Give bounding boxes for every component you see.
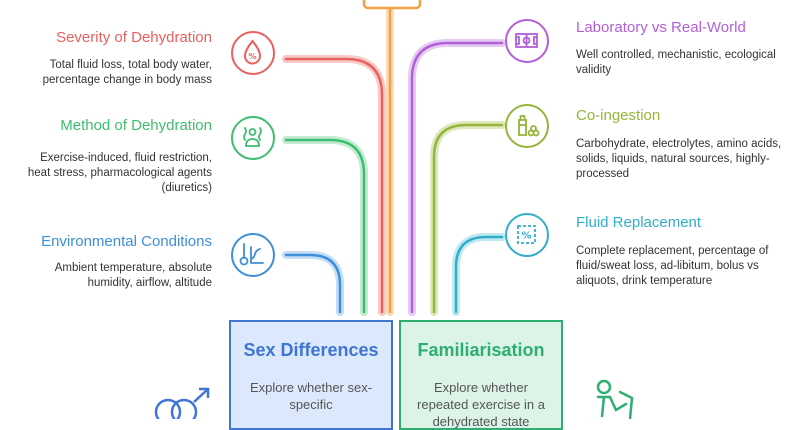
item-laboratory: Laboratory vs Real-World Well controlled… — [576, 19, 786, 78]
item-desc: Complete replacement, percentage of flui… — [576, 245, 769, 287]
bottle-food-icon — [518, 115, 540, 137]
box-desc: Explore whether repeated exercise in a d… — [417, 380, 545, 429]
gender-symbols-icon — [154, 387, 210, 419]
top-node — [362, 0, 422, 10]
thermometer-chart-icon — [239, 243, 264, 266]
box-desc: Explore whether sex-specific — [249, 380, 373, 412]
svg-text:%: % — [521, 231, 531, 242]
box-title: Sex Differences — [243, 340, 379, 360]
coingestion-icon-circle — [505, 104, 549, 148]
item-desc: Exercise-induced, fluid restriction, hea… — [27, 152, 212, 194]
severity-icon-circle: % — [231, 31, 275, 75]
fluid-icon-circle: % — [505, 213, 549, 257]
item-coingestion: Co-ingestion Carbohydrate, electrolytes,… — [576, 107, 786, 182]
box-familiarisation: Familiarisation Explore whether repeated… — [399, 320, 563, 430]
item-method: Method of Dehydration Exercise-induced, … — [20, 117, 212, 196]
item-desc: Well controlled, mechanistic, ecological… — [576, 49, 776, 76]
heat-bell-icon — [243, 127, 262, 147]
item-title: Laboratory vs Real-World — [576, 19, 746, 36]
environment-icon-circle — [231, 233, 275, 277]
svg-text:%: % — [248, 52, 256, 61]
box-sex-differences: Sex Differences Explore whether sex-spec… — [229, 320, 393, 430]
connector-lines — [154, 0, 634, 419]
exercise-person-icon — [596, 379, 634, 419]
field-icon — [515, 33, 538, 48]
item-desc: Ambient temperature, absolute humidity, … — [54, 262, 212, 289]
item-severity: Severity of Dehydration Total fluid loss… — [20, 29, 212, 88]
item-title: Fluid Replacement — [576, 214, 702, 231]
item-title: Method of Dehydration — [60, 117, 212, 134]
item-fluid: Fluid Replacement Complete replacement, … — [576, 214, 786, 289]
box-title: Familiarisation — [417, 340, 545, 360]
item-title: Co-ingestion — [576, 107, 661, 124]
item-desc: Total fluid loss, total body water, perc… — [42, 59, 212, 86]
laboratory-icon-circle — [505, 19, 549, 63]
item-title: Environmental Conditions — [41, 233, 212, 250]
item-environment: Environmental Conditions Ambient tempera… — [20, 233, 212, 291]
water-drop-percent-icon: % — [243, 39, 262, 65]
connector-coingestion — [430, 121, 506, 316]
item-title: Severity of Dehydration — [56, 29, 212, 46]
connector-method — [282, 136, 368, 316]
percent-box-icon: % — [517, 225, 536, 244]
connector-fluid — [452, 233, 506, 316]
item-desc: Carbohydrate, electrolytes, amino acids,… — [576, 138, 782, 180]
method-icon-circle — [231, 116, 275, 160]
